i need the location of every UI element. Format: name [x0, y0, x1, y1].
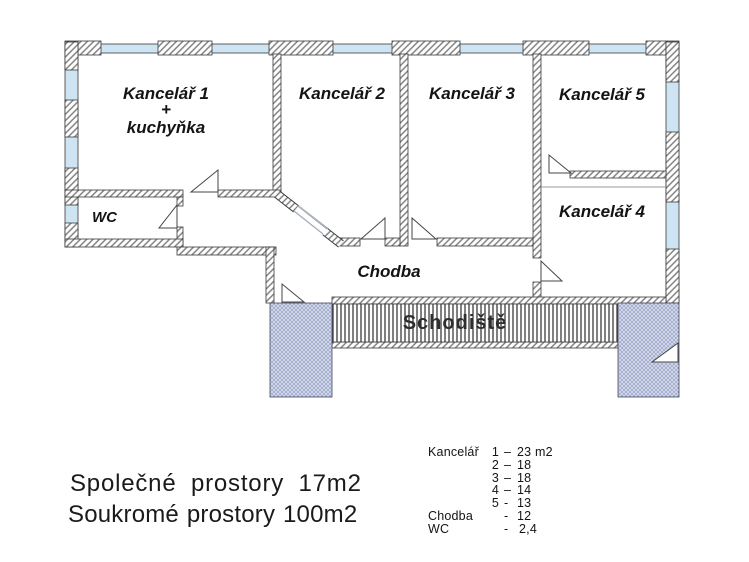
- wall-k1-k2: [272, 53, 282, 197]
- legend-row: 4 – 14: [492, 483, 531, 497]
- legend-row: Kancelář 1 – 23 m2: [428, 445, 553, 459]
- legend-dash: –: [504, 445, 511, 459]
- legend-row: 2 – 18: [492, 458, 531, 472]
- wall-wc-east-top: [176, 196, 184, 207]
- room-label-schodiste: Schodiště: [403, 312, 508, 334]
- room-label-kancelar3: Kancelář 3: [429, 84, 516, 103]
- wall-corridor-west: [265, 246, 275, 304]
- legend-value: 18: [517, 458, 531, 472]
- wall-k2-k3: [399, 53, 409, 247]
- wall-segment: [522, 40, 590, 56]
- window-band-left: [64, 41, 79, 247]
- wall-stairs-bottom: [331, 341, 619, 349]
- legend-dash: -: [504, 509, 508, 523]
- door-swing-k3: [411, 216, 438, 240]
- wall-segment: [157, 40, 213, 56]
- legend-room-number: 1: [492, 445, 499, 459]
- area-summary: Společné prostory 17m2 Soukromé prostory…: [68, 470, 362, 528]
- legend-dash: -: [504, 496, 508, 510]
- legend-row: 3 – 18: [492, 471, 531, 485]
- legend-row: 5 - 13: [492, 496, 531, 510]
- legend-room-number: 2: [492, 458, 499, 472]
- legend-label: Chodba: [428, 509, 473, 523]
- door-swing-k2: [359, 216, 386, 240]
- wall-segment: [64, 41, 79, 71]
- diagonal-door-leaf-line: [293, 210, 324, 235]
- outer-wall-top: [64, 40, 680, 56]
- wall-corridor-north-c: [436, 237, 534, 247]
- wall-corridor-north-b: [384, 237, 401, 247]
- wall-segment: [64, 167, 79, 206]
- legend-value: 14: [517, 483, 531, 497]
- legend-label: Kancelář: [428, 445, 480, 459]
- diagonal-door-opening: [293, 205, 328, 236]
- wall-stairs-top: [331, 296, 667, 305]
- legend-value: 23 m2: [517, 445, 553, 459]
- room-label-wc: WC: [92, 209, 118, 226]
- wall-segment: [391, 40, 461, 56]
- legend-row: WC - 2,4: [428, 522, 537, 536]
- door-swing-k1: [189, 168, 219, 193]
- wall-k3-k4k5-upper: [532, 53, 542, 259]
- room-label-chodba: Chodba: [357, 262, 420, 281]
- room-label-kancelar4: Kancelář 4: [559, 202, 646, 221]
- door-swing-wc: [157, 203, 178, 229]
- legend-value: 18: [517, 471, 531, 485]
- diagonal-wall: [274, 190, 344, 248]
- outer-wall-right: [665, 41, 680, 304]
- legend-row: Chodba - 12: [428, 509, 531, 523]
- wall-k1-bottom-left: [64, 189, 184, 198]
- landing-block-left: [269, 302, 333, 398]
- wall-segment: [665, 248, 680, 304]
- internal-walls: [64, 53, 667, 349]
- wall-wc-bottom: [64, 238, 184, 248]
- wall-segment: [64, 99, 79, 138]
- legend-dash: –: [504, 483, 511, 497]
- legend-value: 2,4: [519, 522, 537, 536]
- summary-common-areas: Společné prostory 17m2: [70, 470, 362, 497]
- outer-wall-left: [64, 41, 79, 248]
- wall-segment: [665, 41, 680, 83]
- legend-label: WC: [428, 522, 449, 536]
- legend-room-number: 5: [492, 496, 499, 510]
- legend-room-number: 3: [492, 471, 499, 485]
- legend-dash: -: [504, 522, 508, 536]
- legend-dash: –: [504, 471, 511, 485]
- room-label-kancelar2: Kancelář 2: [299, 84, 386, 103]
- door-swing-entry: [281, 282, 306, 303]
- legend-room-number: 4: [492, 483, 499, 497]
- diagonal-door-leaf-line: [297, 205, 328, 230]
- room-label-kancelar5: Kancelář 5: [559, 85, 646, 104]
- room-label-kancelar1-line3: kuchyňka: [127, 118, 205, 137]
- legend-dash: –: [504, 458, 511, 472]
- room-size-legend: Kancelář 1 – 23 m2 2 – 18 3 – 18 4 – 1 4 …: [428, 445, 553, 536]
- wall-k1-bottom-right: [217, 189, 282, 198]
- room-label-kancelar1-line1: Kancelář 1: [123, 84, 209, 103]
- legend-value: 13: [517, 496, 531, 510]
- landing-blocks: [269, 302, 680, 398]
- wall-k5-k4: [569, 170, 667, 179]
- door-swing-k5: [548, 153, 573, 174]
- room-label-kancelar1-line2: +: [161, 100, 171, 119]
- wall-segment: [665, 131, 680, 203]
- summary-private-areas: Soukromé prostory 100m2: [68, 501, 357, 528]
- landing-door-swing: [650, 342, 679, 363]
- legend-value: 12: [517, 509, 531, 523]
- wall-alcove-south: [176, 246, 277, 256]
- wall-segment: [268, 40, 334, 56]
- door-swing-k4: [540, 259, 564, 282]
- door-swings: [157, 153, 573, 303]
